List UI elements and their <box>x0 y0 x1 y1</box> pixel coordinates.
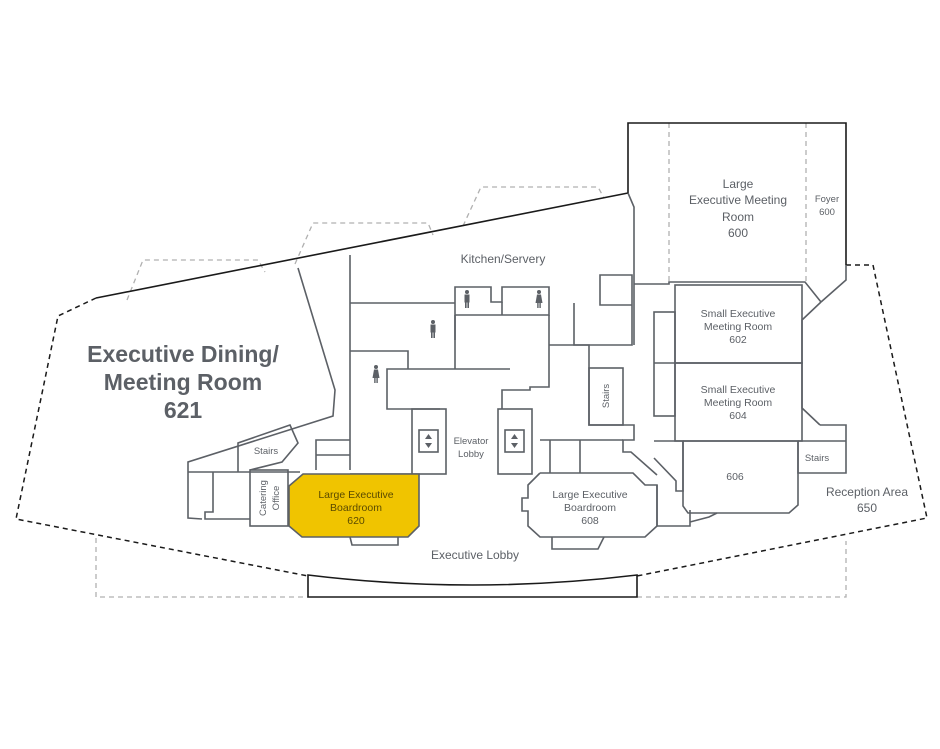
room-label-stairs-west[interactable]: Stairs <box>254 446 279 457</box>
room-label-650[interactable]: Reception Area 650 <box>826 485 908 515</box>
svg-text:Catering: Catering <box>258 480 269 516</box>
room-label-620[interactable]: Large Executive Boardroom 620 <box>318 489 393 527</box>
svg-text:602: 602 <box>729 334 747 346</box>
room-label-602[interactable]: Small Executive Meeting Room 602 <box>701 308 776 346</box>
svg-text:Executive Lobby: Executive Lobby <box>431 548 519 562</box>
room-label-foyer-600[interactable]: Foyer 600 <box>815 194 839 218</box>
svg-text:Boardroom: Boardroom <box>564 502 616 514</box>
svg-text:Lobby: Lobby <box>458 449 484 460</box>
elevator-icon <box>425 434 432 448</box>
east-rooms <box>634 265 847 527</box>
svg-text:620: 620 <box>347 515 365 527</box>
svg-text:608: 608 <box>581 515 599 527</box>
svg-text:Room: Room <box>722 210 754 224</box>
svg-text:Executive Dining/: Executive Dining/ <box>87 341 279 367</box>
svg-text:650: 650 <box>857 501 877 515</box>
kitchen-walls <box>349 192 658 476</box>
elevator-cores <box>411 408 533 475</box>
svg-text:Executive Meeting: Executive Meeting <box>689 193 787 207</box>
svg-text:606: 606 <box>726 471 744 483</box>
svg-text:Meeting Room: Meeting Room <box>104 369 262 395</box>
svg-text:Large: Large <box>723 177 754 191</box>
svg-text:Meeting Room: Meeting Room <box>704 321 773 333</box>
mens-restroom-icon <box>464 290 470 308</box>
room-label-stairs-east[interactable]: Stairs <box>805 453 830 464</box>
svg-text:Small Executive: Small Executive <box>701 308 776 320</box>
svg-text:Kitchen/Servery: Kitchen/Servery <box>461 252 546 266</box>
svg-text:621: 621 <box>164 397 203 423</box>
southwest-rooms <box>188 424 412 546</box>
room-label-621[interactable]: Executive Dining/ Meeting Room 621 <box>87 341 279 423</box>
room-label-kitchen[interactable]: Kitchen/Servery <box>461 252 546 266</box>
svg-text:Stairs: Stairs <box>805 453 830 464</box>
svg-text:Boardroom: Boardroom <box>330 502 382 514</box>
room-label-606[interactable]: 606 <box>726 471 744 483</box>
room-608-walls <box>521 472 658 550</box>
mens-restroom-icon <box>430 320 436 338</box>
svg-text:Stairs: Stairs <box>254 446 279 457</box>
svg-text:604: 604 <box>729 410 747 422</box>
room-label-catering[interactable]: Catering Office <box>258 480 282 516</box>
svg-text:600: 600 <box>728 226 748 240</box>
svg-text:Office: Office <box>271 486 282 511</box>
svg-text:Foyer: Foyer <box>815 194 839 205</box>
svg-text:Small Executive: Small Executive <box>701 384 776 396</box>
svg-text:Elevator: Elevator <box>454 436 489 447</box>
room-label-608[interactable]: Large Executive Boardroom 608 <box>552 489 627 527</box>
svg-text:Stairs: Stairs <box>601 384 612 409</box>
room-label-executive-lobby[interactable]: Executive Lobby <box>431 548 519 562</box>
room-620-highlight[interactable] <box>288 473 420 538</box>
room-label-600[interactable]: Large Executive Meeting Room 600 <box>689 177 787 240</box>
room-label-elevator-lobby[interactable]: Elevator Lobby <box>454 436 489 460</box>
room-label-604[interactable]: Small Executive Meeting Room 604 <box>701 384 776 422</box>
elevator-icon <box>511 434 518 448</box>
restroom-icons <box>372 290 543 383</box>
entrance-canopy <box>307 574 638 598</box>
svg-text:Large Executive: Large Executive <box>552 489 627 501</box>
svg-text:Large Executive: Large Executive <box>318 489 393 501</box>
building-outline <box>15 122 928 598</box>
svg-text:Reception Area: Reception Area <box>826 485 908 499</box>
room-label-stairs-center[interactable]: Stairs <box>601 384 612 409</box>
svg-text:600: 600 <box>819 207 835 218</box>
svg-text:Meeting Room: Meeting Room <box>704 397 773 409</box>
womens-restroom-icon <box>535 290 543 308</box>
womens-restroom-icon <box>372 365 380 383</box>
